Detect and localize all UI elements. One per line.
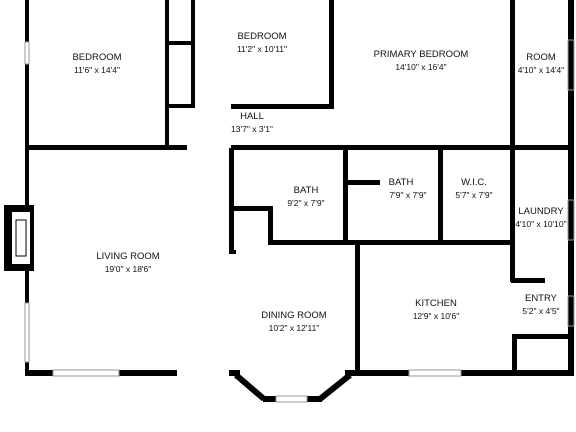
window bbox=[275, 395, 308, 403]
wall bbox=[25, 271, 29, 303]
wall bbox=[268, 206, 273, 244]
wall bbox=[345, 370, 359, 376]
room-name: BEDROOM bbox=[72, 52, 121, 63]
room-size: 11'2" x 10'11" bbox=[237, 44, 287, 54]
room-name: LIVING ROOM bbox=[96, 251, 159, 262]
room-size: 7'9" x 7'9" bbox=[389, 190, 426, 200]
window bbox=[24, 41, 30, 65]
room-size: 4'10" x 14'4" bbox=[518, 65, 565, 75]
wall bbox=[511, 278, 545, 283]
room-name: W.I.C. bbox=[461, 177, 487, 188]
wall bbox=[167, 41, 193, 45]
window bbox=[567, 199, 575, 241]
wall bbox=[356, 370, 409, 376]
room-name: DINING ROOM bbox=[261, 310, 327, 321]
room-size: 11'6" x 14'4" bbox=[74, 65, 120, 75]
room-name: BATH bbox=[389, 177, 414, 188]
wall bbox=[510, 0, 515, 282]
wall bbox=[568, 0, 574, 372]
room-dining-room: DINING ROOM 10'2" x 12'11" bbox=[261, 310, 327, 333]
wall bbox=[229, 148, 234, 254]
room-entry: ENTRY 5'2" x 4'5" bbox=[522, 293, 559, 316]
room-name: LAUNDRY bbox=[518, 206, 564, 217]
room-name: ENTRY bbox=[525, 293, 558, 304]
room-size: 14'10" x 16'4" bbox=[395, 62, 446, 72]
wall bbox=[231, 250, 236, 254]
wall bbox=[229, 370, 240, 376]
room-size: 12'9" x 10'6" bbox=[413, 311, 460, 321]
room-bath-1: BATH 9'2" x 7'9" bbox=[287, 185, 324, 208]
wall bbox=[25, 362, 29, 376]
room-size: 9'2" x 7'9" bbox=[287, 198, 324, 208]
room-primary-bedroom: PRIMARY BEDROOM 14'10" x 16'4" bbox=[374, 49, 469, 72]
room-laundry: LAUNDRY 4'10" x 10'10" bbox=[515, 206, 566, 229]
wall bbox=[231, 104, 334, 109]
room-living-room: LIVING ROOM 19'0" x 18'6" bbox=[96, 251, 159, 274]
wall bbox=[25, 370, 53, 376]
wall bbox=[438, 148, 443, 244]
room-name: BEDROOM bbox=[237, 31, 286, 42]
room-size: 5'7" x 7'9" bbox=[455, 190, 492, 200]
wall bbox=[268, 240, 513, 245]
wall bbox=[231, 145, 511, 150]
room-bedroom-left: BEDROOM 11'6" x 14'4" bbox=[72, 52, 121, 75]
wall bbox=[25, 0, 29, 42]
room-size: 4'10" x 10'10" bbox=[515, 219, 566, 229]
wall bbox=[119, 370, 177, 376]
wall bbox=[307, 396, 322, 402]
room-bedroom-center: BEDROOM 11'2" x 10'11" bbox=[237, 31, 287, 54]
room-wic: W.I.C. 5'7" x 7'9" bbox=[455, 177, 492, 200]
wall bbox=[512, 334, 574, 339]
room-name: KITCHEN bbox=[415, 298, 457, 309]
wall bbox=[234, 372, 266, 402]
fireplace-icon bbox=[4, 205, 34, 271]
room-hall: HALL 13'7" x 3'1" bbox=[231, 111, 273, 134]
window bbox=[567, 39, 575, 91]
room-name: PRIMARY BEDROOM bbox=[374, 49, 469, 60]
window bbox=[24, 302, 30, 363]
windows bbox=[24, 39, 575, 403]
wall bbox=[355, 242, 360, 372]
window bbox=[567, 295, 575, 327]
room-name: BATH bbox=[294, 185, 319, 196]
walls bbox=[25, 0, 574, 402]
wall bbox=[512, 334, 517, 372]
room-size: 19'0" x 18'6" bbox=[105, 264, 152, 274]
wall bbox=[25, 64, 29, 148]
wall bbox=[343, 148, 348, 244]
room-kitchen: KITCHEN 12'9" x 10'6" bbox=[413, 298, 460, 321]
wall bbox=[191, 0, 195, 108]
wall bbox=[461, 370, 574, 376]
room-name: HALL bbox=[240, 111, 264, 122]
wall bbox=[167, 104, 193, 108]
window bbox=[52, 369, 120, 377]
wall bbox=[318, 372, 352, 402]
wall bbox=[165, 0, 169, 148]
room-name: ROOM bbox=[526, 52, 556, 63]
wall bbox=[25, 148, 29, 205]
room-size: 10'2" x 12'11" bbox=[269, 323, 320, 333]
room-bath-2: BATH 7'9" x 7'9" bbox=[389, 177, 427, 200]
wall bbox=[263, 396, 276, 402]
wall bbox=[346, 180, 380, 185]
room-size: 5'2" x 4'5" bbox=[522, 306, 559, 316]
room-room: ROOM 4'10" x 14'4" bbox=[518, 52, 565, 75]
room-size: 13'7" x 3'1" bbox=[231, 124, 273, 134]
wall bbox=[25, 145, 187, 150]
wall bbox=[231, 206, 273, 211]
window bbox=[408, 369, 462, 377]
wall bbox=[329, 0, 334, 108]
wall bbox=[511, 145, 574, 150]
